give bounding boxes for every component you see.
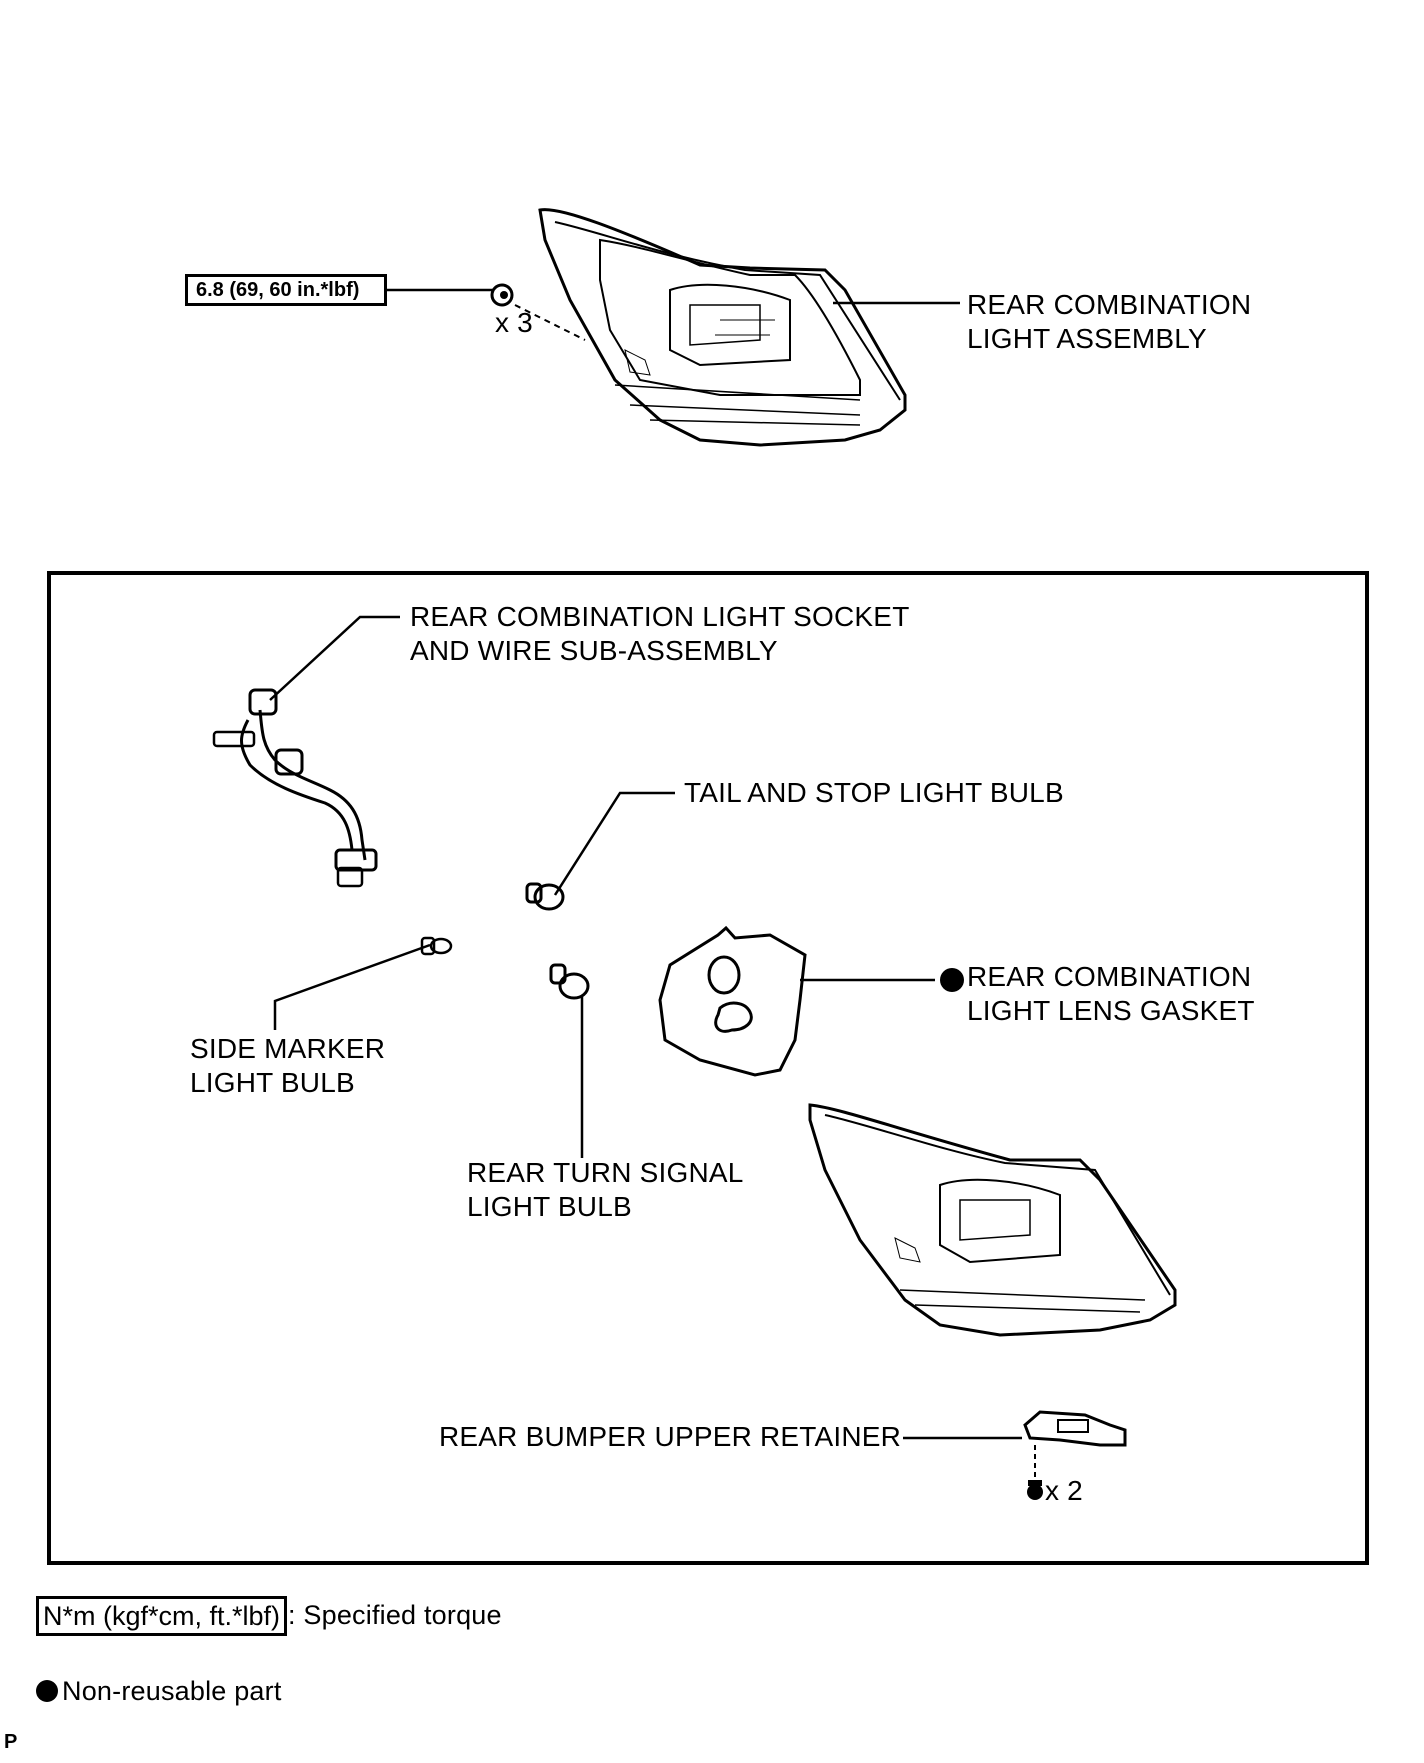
exploded-view-frame [47, 571, 1369, 1565]
label-rear-turn-signal-2: LIGHT BULB [467, 1191, 632, 1222]
screw-icon [1027, 1480, 1043, 1500]
legend-non-reusable-text: Non-reusable part [62, 1676, 282, 1706]
label-lens-gasket-2: LIGHT LENS GASKET [967, 995, 1255, 1026]
label-lens-gasket-1: REAR COMBINATION [967, 961, 1252, 992]
side-marker-bulb [420, 936, 453, 956]
label-rear-combination-light-assembly-2: LIGHT ASSEMBLY [967, 323, 1207, 354]
label-rear-turn-signal-1: REAR TURN SIGNAL [467, 1157, 744, 1188]
label-side-marker-1: SIDE MARKER [190, 1033, 386, 1064]
label-socket-wire-1: REAR COMBINATION LIGHT SOCKET [410, 601, 910, 632]
torque-spec-box: 6.8 (69, 60 in.*lbf) [185, 274, 387, 306]
box-leaders [269, 615, 1022, 1440]
socket-wire-sub-assembly [212, 688, 378, 888]
label-side-marker-2: LIGHT BULB [190, 1067, 355, 1098]
non-reusable-dot-icon [940, 968, 964, 992]
bolt-quantity: x 3 [495, 307, 533, 338]
tail-stop-bulb [525, 882, 565, 911]
rear-combination-light-assembly-top [538, 208, 907, 447]
label-socket-wire-2: AND WIRE SUB-ASSEMBLY [410, 635, 778, 666]
rear-turn-signal-bulb [549, 963, 590, 1000]
label-rear-combination-light-assembly-1: REAR COMBINATION [967, 289, 1252, 320]
lens-gasket [658, 925, 807, 1077]
bolt-icon-top [490, 283, 514, 307]
label-bumper-retainer: REAR BUMPER UPPER RETAINER [439, 1421, 902, 1452]
legend-non-reusable: Non-reusable part [36, 1674, 282, 1708]
legend-torque-desc: : Specified torque [288, 1600, 502, 1630]
non-reusable-legend-icon [36, 1680, 58, 1702]
rear-combination-light-assembly-lower [808, 1103, 1177, 1337]
top-leaders [387, 288, 960, 341]
retainer-quantity: x 2 [1045, 1475, 1083, 1506]
footer-mark: P [4, 1731, 18, 1753]
legend-torque-unit: N*m (kgf*cm, ft.*lbf) [36, 1596, 288, 1636]
rear-bumper-upper-retainer [1023, 1410, 1127, 1480]
label-tail-stop-bulb: TAIL AND STOP LIGHT BULB [684, 777, 1064, 808]
